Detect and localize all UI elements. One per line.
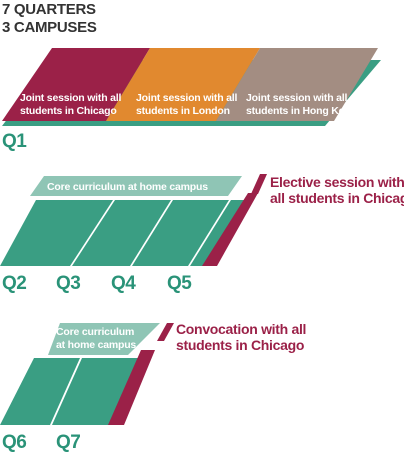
quarter-label-q5: Q5 <box>167 273 192 294</box>
quarter-label-q6: Q6 <box>2 432 26 453</box>
convocation-strip <box>108 350 155 425</box>
quarter-tile-q4 <box>132 200 229 266</box>
core-box-label-line-1: Core curriculum <box>56 326 134 338</box>
q1-london-session <box>106 48 260 121</box>
elective-label-line-1: Elective session with <box>270 174 404 190</box>
quarter-label-q1: Q1 <box>2 131 27 152</box>
quarter-label-q2: Q2 <box>2 273 26 294</box>
q1-session-2-line-1: Joint session with all <box>136 92 237 104</box>
quarter-label-q7: Q7 <box>56 432 80 453</box>
core-box-label-line-2: at home campus <box>56 339 136 351</box>
quarter-label-q3: Q3 <box>56 273 80 294</box>
convocation-pointer <box>157 323 174 341</box>
header-line-1: 7 QUARTERS <box>2 1 96 18</box>
quarter-tile-q2 <box>0 200 113 266</box>
core-curriculum-label: Core curriculum at home campus <box>47 181 208 193</box>
core-curriculum-bar <box>30 176 242 196</box>
q1-session-3-line-1: Joint session with all <box>246 92 347 104</box>
q1-session-1-line-2: students in Chicago <box>20 105 117 117</box>
q1-hongkong-session <box>216 48 378 121</box>
q1-session-2-line-2: students in London <box>136 105 230 117</box>
q1-chicago-session <box>2 48 150 121</box>
q1-session-1-line-1: Joint session with all <box>20 92 121 104</box>
quarter-tile-q6 <box>0 358 80 425</box>
convocation-label-line-2: students in Chicago <box>176 337 304 353</box>
convocation-label-line-1: Convocation with all <box>176 321 306 337</box>
quarter-tile-q3 <box>72 200 171 266</box>
elective-label-line-2: all students in Chicago <box>270 190 404 206</box>
header-line-2: 3 CAMPUSES <box>2 19 97 36</box>
quarter-tile-q5 <box>190 200 246 266</box>
quarter-label-q4: Q4 <box>111 273 136 294</box>
elective-session-strip <box>202 193 258 266</box>
elective-pointer <box>251 174 267 194</box>
core-curriculum-box <box>48 323 160 355</box>
q1-session-3-line-2: students in Hong Kong <box>246 105 357 117</box>
